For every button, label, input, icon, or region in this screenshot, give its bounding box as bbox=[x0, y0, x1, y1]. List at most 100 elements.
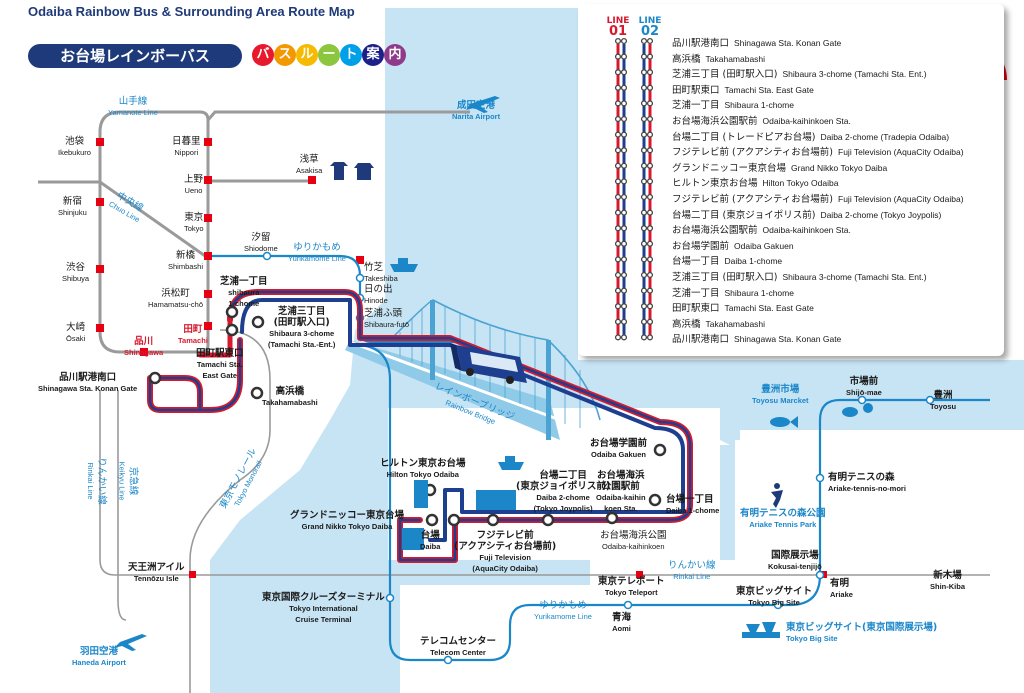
stop-dot bbox=[614, 147, 622, 154]
stop-name-en: Shibaura 1-chome bbox=[724, 100, 794, 111]
stop-name-en: Daiba 2-chome (Tradepia Odaiba) bbox=[820, 131, 950, 142]
stop-dot bbox=[614, 100, 622, 107]
stop-name-en: Hilton Tokyo Odaiba bbox=[762, 178, 839, 189]
stop-name-en: Shinagawa Sta. Konan Gate bbox=[734, 38, 842, 48]
stop-dot bbox=[614, 53, 622, 60]
stop-dot bbox=[646, 256, 654, 263]
stop-dot bbox=[620, 287, 628, 294]
stop-dot bbox=[620, 100, 628, 107]
stop-dot bbox=[620, 178, 628, 185]
stop-dot bbox=[620, 147, 628, 154]
stop-dot bbox=[614, 209, 622, 216]
jr-lines bbox=[38, 110, 470, 354]
stop-name-en: Shibaura 3-chome (Tamachi Sta. Ent.) bbox=[782, 272, 927, 282]
stop-dot bbox=[640, 318, 648, 325]
stop-dot bbox=[640, 115, 648, 123]
route-guide-char: ス bbox=[274, 44, 296, 66]
stop-dot bbox=[620, 271, 628, 279]
stop-dot bbox=[646, 271, 654, 279]
stop-name-jp: 台場一丁目 bbox=[672, 256, 720, 268]
stop-dot bbox=[640, 162, 648, 169]
stop-list-item: 芝浦三丁目 (田町駅入口)Shibaura 3-chome (Tamachi S… bbox=[672, 66, 927, 80]
jp-title-badge: お台場レインボーバス bbox=[28, 44, 242, 68]
stop-dot bbox=[620, 69, 628, 76]
stop-dot bbox=[614, 37, 622, 45]
stop-dot bbox=[620, 334, 628, 341]
stop-list-item: フジテレビ前 (アクアシティお台場前)Fuji Television (Aqua… bbox=[672, 191, 964, 205]
bus-illustration bbox=[450, 343, 527, 384]
stop-dot bbox=[614, 256, 622, 263]
stop-dot bbox=[646, 53, 654, 60]
stop-list-item: 芝浦一丁目 Shibaura 1-chome bbox=[672, 285, 794, 299]
station-tokyo-big-sight-hall: 東京ビッグサイト(東京国際展示場)Tokyo Big Site bbox=[786, 622, 938, 643]
stop-dot bbox=[620, 84, 628, 91]
stop-dot bbox=[620, 225, 628, 232]
stop-dot bbox=[646, 69, 654, 76]
stop-dot bbox=[614, 69, 622, 76]
stop-name-en: Odaiba Gakuen bbox=[734, 240, 794, 251]
stop-dot bbox=[640, 178, 648, 185]
stop-dot bbox=[646, 162, 654, 169]
stop-dot bbox=[620, 209, 628, 216]
stop-panel-lines bbox=[614, 37, 654, 341]
stop-dot bbox=[646, 84, 654, 91]
route-guide-char: バ bbox=[252, 44, 274, 66]
stop-dot bbox=[640, 69, 648, 76]
stop-dot bbox=[620, 37, 628, 45]
ship-icon bbox=[390, 258, 524, 470]
stop-name-en: Fuji Television (AquaCity Odaiba) bbox=[838, 194, 964, 204]
stop-dot bbox=[646, 115, 654, 123]
bus-stop-fuji-tv: フジテレビ前 (アクアシティお台場前)Fuji Television (Aqua… bbox=[454, 530, 557, 573]
stop-list-item: フジテレビ前 (アクアシティお台場前)Fuji Television (Aqua… bbox=[672, 144, 964, 158]
stop-dot bbox=[640, 334, 648, 341]
stop-name-jp: 芝浦一丁目 bbox=[672, 287, 720, 299]
stop-dot bbox=[646, 100, 654, 107]
stop-dot bbox=[620, 318, 628, 325]
stop-name-en: Shibaura 1-chome bbox=[724, 287, 794, 298]
stop-dot bbox=[646, 318, 654, 325]
stop-dot bbox=[614, 303, 622, 310]
yurikamome-line-bottom bbox=[354, 343, 990, 662]
stop-name-jp: 台場二丁目 (トレードピアお台場) bbox=[672, 131, 816, 143]
stop-dot bbox=[620, 162, 628, 169]
stop-list-item: 芝浦三丁目 (田町駅入口)Shibaura 3-chome (Tamachi S… bbox=[672, 269, 927, 283]
stop-dot bbox=[614, 287, 622, 294]
stop-dot bbox=[640, 37, 648, 45]
stop-dot bbox=[640, 303, 648, 310]
other-rail-lines bbox=[99, 329, 990, 693]
stop-name-en: Takahamabashi bbox=[705, 318, 766, 329]
bus-stop-shibaura3: 芝浦三丁目(田町駅入口)Shibaura 3-chome (Tamachi St… bbox=[268, 306, 336, 349]
stop-dot bbox=[646, 37, 654, 45]
stop-name-jp: お台場海浜公園駅前 bbox=[672, 225, 758, 237]
stop-name-en: Shinagawa Sta. Konan Gate bbox=[734, 334, 842, 345]
stop-name-en: Shibaura 3-chome (Tamachi Sta. Ent.) bbox=[782, 69, 927, 80]
stop-dot bbox=[646, 147, 654, 154]
